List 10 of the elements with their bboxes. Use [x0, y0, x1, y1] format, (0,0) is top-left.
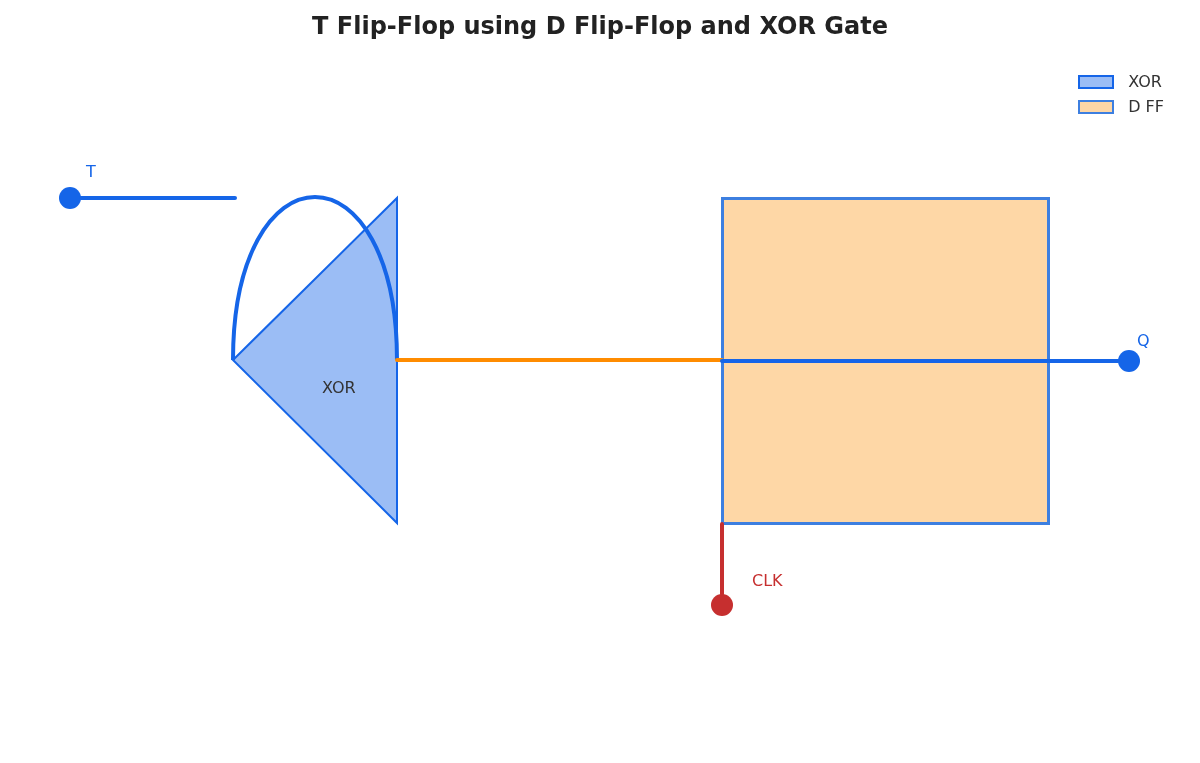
wire	[720, 522, 724, 596]
terminal-label: CLK	[752, 571, 783, 590]
terminal-label: T	[86, 162, 96, 181]
flip-flop-box	[721, 197, 1050, 525]
wire	[79, 196, 237, 200]
diagram-title: T Flip-Flop using D Flip-Flop and XOR Gate	[311, 12, 889, 40]
legend-label: D FF	[1128, 97, 1164, 116]
terminal-label: Q	[1137, 331, 1150, 350]
legend-label: XOR	[1128, 72, 1162, 91]
gate-label: XOR	[322, 378, 356, 397]
